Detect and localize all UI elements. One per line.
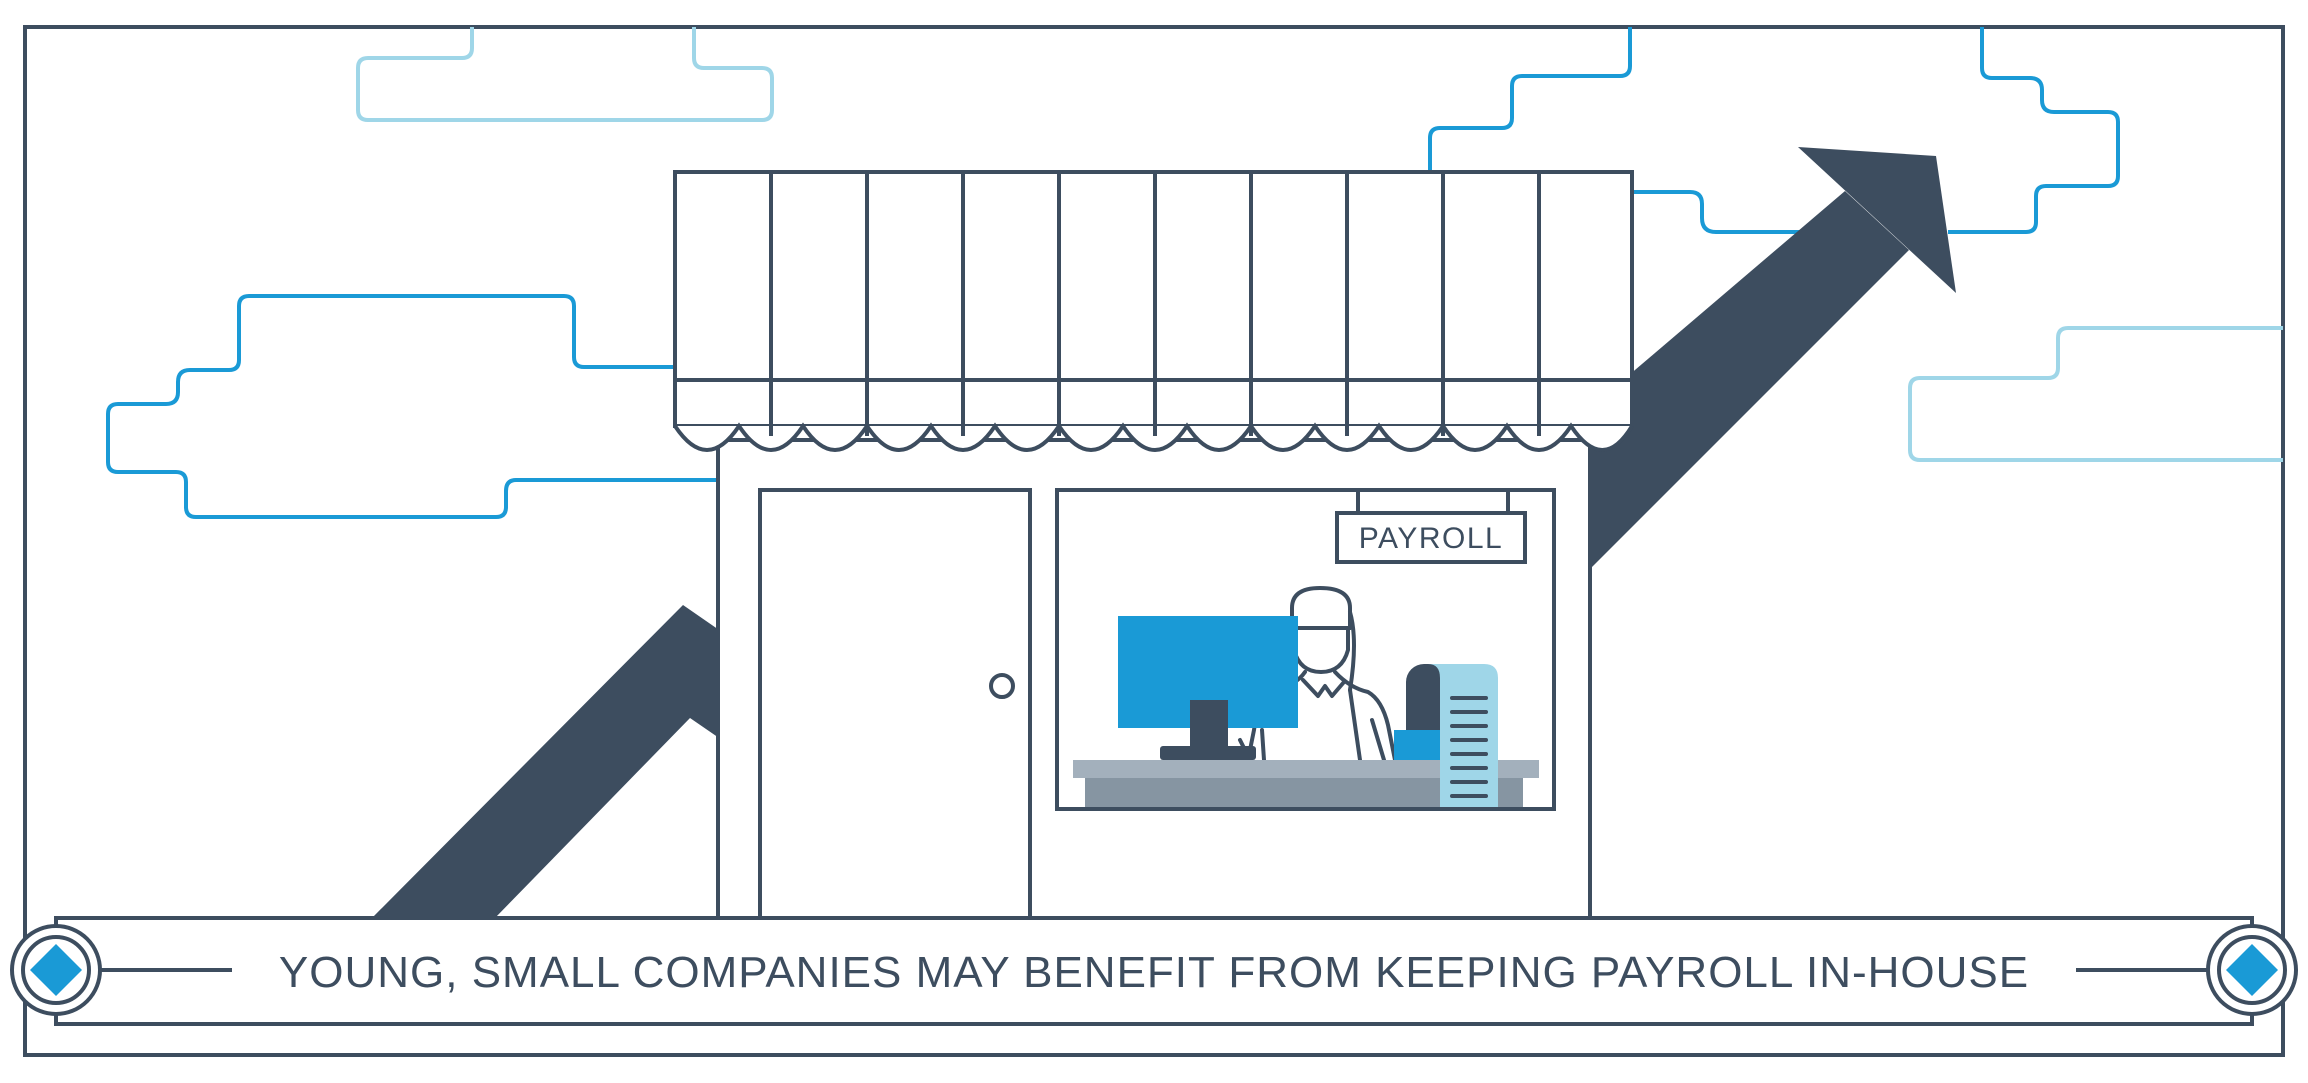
banner-caption: YOUNG, SMALL COMPANIES MAY BENEFIT FROM … <box>279 948 2029 997</box>
trend-up-arrow-icon <box>372 147 1956 918</box>
diamond-icon <box>2206 924 2298 1016</box>
door <box>758 488 1032 920</box>
desk <box>1057 760 1554 811</box>
storefront: PAYROLL <box>673 170 1634 920</box>
payroll-sign: PAYROLL <box>1335 490 1527 564</box>
diamond-icon <box>10 924 102 1016</box>
sign-label: PAYROLL <box>1359 522 1503 555</box>
circuit-line-top-right-2 <box>1948 27 2120 234</box>
banner-box <box>54 916 2254 1026</box>
circuit-line-top-left <box>356 27 774 122</box>
monitor-icon <box>1118 616 1298 760</box>
door-knob <box>989 673 1015 699</box>
circuit-line-left <box>106 294 720 519</box>
caption-banner: YOUNG, SMALL COMPANIES MAY BENEFIT FROM … <box>10 916 2298 1026</box>
arrow-shaft-upper <box>1588 191 1909 570</box>
circuit-line-right-mid <box>1634 190 1810 234</box>
circuit-line-right <box>1908 326 2283 462</box>
circuit-line-top-right-1 <box>1428 27 1632 172</box>
arrow-shaft-lower <box>372 605 722 918</box>
arrow-head <box>1798 147 1956 293</box>
outer-frame <box>23 25 2285 1057</box>
awning <box>673 170 1634 452</box>
circuit-lines <box>106 27 2283 519</box>
